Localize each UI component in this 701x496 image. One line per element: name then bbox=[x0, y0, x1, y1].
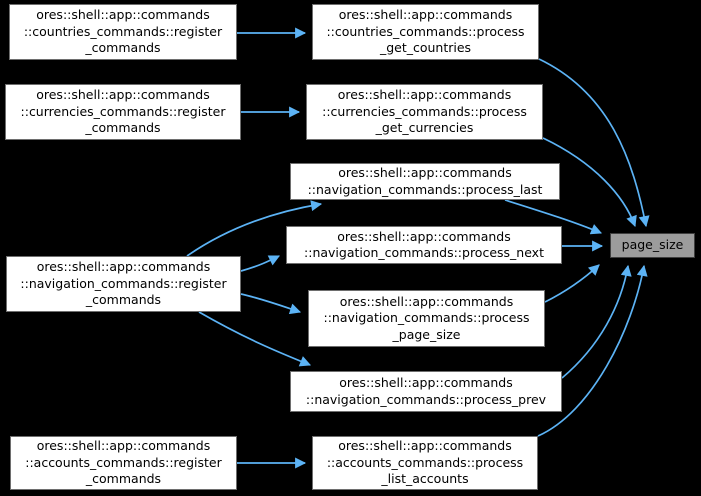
edge-process-page-size-to-page-size bbox=[544, 264, 600, 303]
edge-countries-process-to-page-size bbox=[538, 58, 650, 228]
edge-nav-register-to-process-page-size bbox=[240, 293, 302, 315]
node-navigation-process-prev[interactable]: ores::shell::app::commands ::navigation_… bbox=[290, 371, 562, 412]
edge-process-prev-to-page-size bbox=[561, 264, 632, 379]
edge-nav-register-to-process-prev bbox=[198, 311, 312, 367]
node-navigation-process-last[interactable]: ores::shell::app::commands ::navigation_… bbox=[290, 163, 560, 200]
node-countries-process-get-countries[interactable]: ores::shell::app::commands ::countries_c… bbox=[312, 4, 539, 60]
node-accounts-process-list-accounts[interactable]: ores::shell::app::commands ::accounts_co… bbox=[312, 436, 538, 490]
node-accounts-register-commands[interactable]: ores::shell::app::commands ::accounts_co… bbox=[10, 436, 237, 490]
node-navigation-process-page-size[interactable]: ores::shell::app::commands ::navigation_… bbox=[308, 290, 545, 347]
edge-nav-register-to-process-next bbox=[240, 255, 280, 272]
node-navigation-process-next[interactable]: ores::shell::app::commands ::navigation_… bbox=[286, 226, 562, 264]
node-currencies-register-commands[interactable]: ores::shell::app::commands ::currencies_… bbox=[5, 84, 241, 140]
node-page-size[interactable]: page_size bbox=[610, 233, 695, 258]
node-countries-register-commands[interactable]: ores::shell::app::commands ::countries_c… bbox=[9, 4, 237, 60]
node-currencies-process-get-currencies[interactable]: ores::shell::app::commands ::currencies_… bbox=[306, 84, 543, 140]
node-navigation-register-commands[interactable]: ores::shell::app::commands ::navigation_… bbox=[6, 256, 241, 312]
